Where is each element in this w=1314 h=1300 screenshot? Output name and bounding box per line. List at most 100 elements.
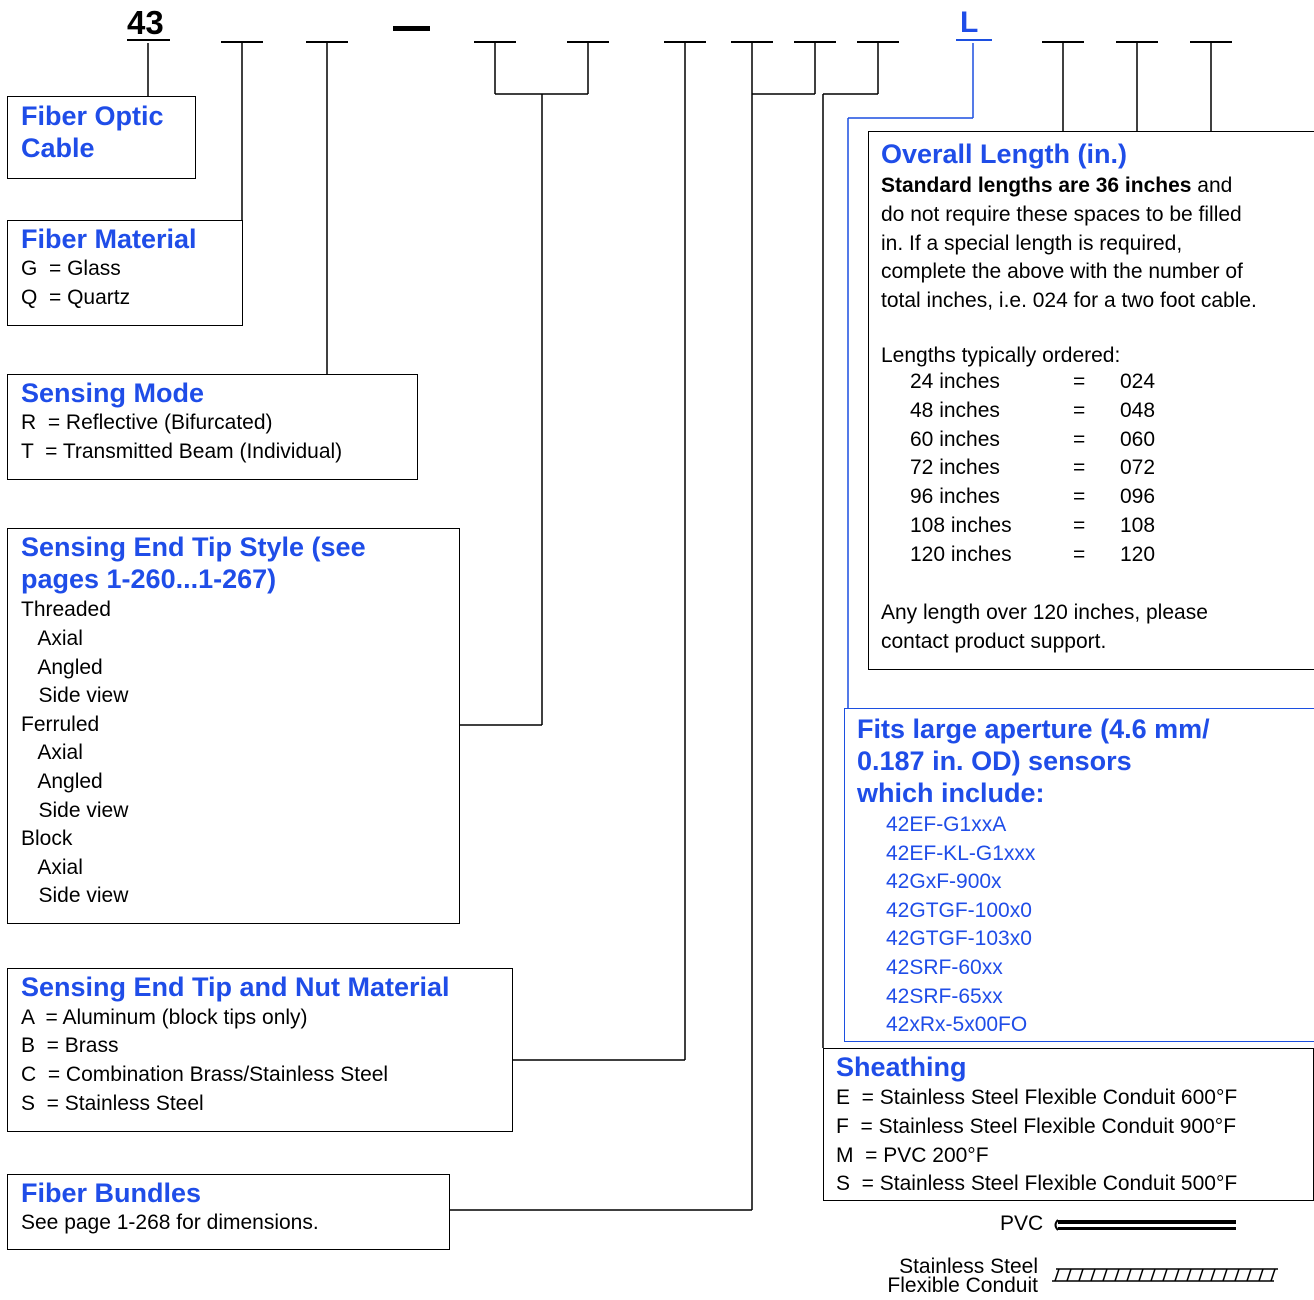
length-code: 072: [1120, 456, 1156, 479]
fiber-material-title: Fiber Material: [21, 224, 197, 254]
length-eq: =: [1073, 485, 1086, 508]
length-row: 96 inches: [910, 485, 1000, 508]
slot-sensing-mode[interactable]: [306, 41, 348, 43]
tip-style-item: Axial: [21, 741, 83, 764]
sensor-item: 42SRF-60xx: [886, 956, 1003, 979]
standard-length-bold: Standard lengths are 36 inches: [881, 174, 1192, 197]
fiber-optic-cable-title: Fiber Optic Cable: [21, 101, 164, 163]
nut-material-title: Sensing End Tip and Nut Material: [21, 972, 450, 1002]
sensor-item: 42GTGF-103x0: [886, 927, 1032, 950]
tip-style-item: Side view: [21, 884, 129, 907]
fiber-material-item: Q = Quartz: [21, 286, 131, 309]
nut-material-item: A = Aluminum (block tips only): [21, 1006, 308, 1029]
length-row: 120 inches: [910, 543, 1012, 566]
nut-material-box: Sensing End Tip and Nut Material A = Alu…: [7, 968, 513, 1132]
slot-length-3[interactable]: [1190, 41, 1232, 43]
tip-style-item: Block: [21, 827, 73, 850]
tip-style-item: Threaded: [21, 598, 111, 621]
overall-length-title: Overall Length (in.): [881, 139, 1128, 169]
sensor-item: 42GTGF-100x0: [886, 899, 1032, 922]
length-footer: Any length over 120 inches, please: [881, 601, 1208, 624]
nut-material-item: S = Stainless Steel: [21, 1092, 204, 1115]
fiber-optic-cable-box: Fiber Optic Cable: [7, 96, 196, 179]
tip-style-item: Angled: [21, 770, 103, 793]
slot-tip-style-1[interactable]: [474, 41, 516, 43]
fiber-bundles-box: Fiber Bundles See page 1-268 for dimensi…: [7, 1174, 450, 1250]
length-eq: =: [1073, 399, 1086, 422]
fiber-material-item: G = Glass: [21, 257, 121, 280]
pvc-cable-icon: [1054, 1219, 1236, 1231]
slot-fiber-material[interactable]: [221, 41, 263, 43]
sheathing-item: S = Stainless Steel Flexible Conduit 500…: [836, 1172, 1238, 1195]
aperture-title-line2: 0.187 in. OD) sensors: [857, 746, 1132, 776]
length-code: 108: [1120, 514, 1156, 537]
length-eq: =: [1073, 514, 1086, 537]
slot-nut-material[interactable]: [664, 41, 706, 43]
typical-lengths-label: Lengths typically ordered:: [881, 344, 1121, 367]
aperture-title-line3: which include:: [857, 778, 1045, 808]
sensor-item: 42EF-G1xxA: [886, 813, 1007, 836]
length-row: 108 inches: [910, 514, 1012, 537]
fiber-bundles-text: See page 1-268 for dimensions.: [21, 1211, 319, 1234]
ss-label-line1: Stainless Steel: [899, 1255, 1038, 1278]
slot-fiber-bundles-2[interactable]: [794, 41, 836, 43]
tip-style-title-line1: Sensing End Tip Style (see: [21, 532, 366, 562]
length-footer: contact product support.: [881, 630, 1107, 653]
length-eq: =: [1073, 370, 1086, 393]
overall-length-box: Overall Length (in.) Standard lengths ar…: [868, 131, 1314, 670]
length-row: 72 inches: [910, 456, 1000, 479]
length-row: 60 inches: [910, 428, 1000, 451]
tip-style-item: Axial: [21, 627, 83, 650]
prefix-underline: [127, 39, 170, 41]
slot-length-1[interactable]: [1042, 41, 1084, 43]
dash-separator: [393, 26, 430, 31]
sheathing-item: E = Stainless Steel Flexible Conduit 600…: [836, 1086, 1238, 1109]
sensor-item: 42EF-KL-G1xxx: [886, 842, 1036, 865]
tip-style-box: Sensing End Tip Style (see pages 1-260..…: [7, 528, 460, 924]
fiber-material-box: Fiber Material G = Glass Q = Quartz: [7, 220, 243, 326]
overall-length-text: complete the above with the number of: [881, 260, 1243, 283]
fiber-bundles-title: Fiber Bundles: [21, 1178, 202, 1208]
length-code: 048: [1120, 399, 1156, 422]
tip-style-item: Side view: [21, 684, 129, 707]
large-aperture-box: Fits large aperture (4.6 mm/ 0.187 in. O…: [844, 708, 1314, 1042]
tip-style-item: Side view: [21, 799, 129, 822]
length-eq: =: [1073, 428, 1086, 451]
length-code: 024: [1120, 370, 1156, 393]
sensor-item: 42xRx-5x00FO: [886, 1013, 1028, 1036]
length-code: 120: [1120, 543, 1156, 566]
sensing-mode-item: R = Reflective (Bifurcated): [21, 411, 273, 434]
letter-l-underline: [956, 39, 992, 41]
length-row: 48 inches: [910, 399, 1000, 422]
prefix-code: 43: [127, 4, 164, 41]
aperture-title-line1: Fits large aperture (4.6 mm/: [857, 714, 1210, 744]
sheathing-title: Sheathing: [836, 1052, 967, 1082]
length-eq: =: [1073, 543, 1086, 566]
length-code: 060: [1120, 428, 1156, 451]
sensing-mode-box: Sensing Mode R = Reflective (Bifurcated)…: [7, 374, 418, 480]
length-code: 096: [1120, 485, 1156, 508]
ss-label-line2: Flexible Conduit: [887, 1274, 1038, 1297]
stainless-conduit-icon: [1052, 1268, 1278, 1282]
nut-material-item: C = Combination Brass/Stainless Steel: [21, 1063, 389, 1086]
tip-style-item: Ferruled: [21, 713, 100, 736]
sensor-item: 42GxF-900x: [886, 870, 1002, 893]
tip-style-item: Angled: [21, 656, 103, 679]
sheathing-item: F = Stainless Steel Flexible Conduit 900…: [836, 1115, 1237, 1138]
slot-fiber-bundles-1[interactable]: [731, 41, 773, 43]
length-eq: =: [1073, 456, 1086, 479]
pvc-label: PVC: [1000, 1212, 1044, 1235]
sheathing-box: Sheathing E = Stainless Steel Flexible C…: [823, 1048, 1314, 1201]
tip-style-item: Axial: [21, 856, 83, 879]
sensor-item: 42SRF-65xx: [886, 985, 1003, 1008]
slot-sheathing[interactable]: [857, 41, 899, 43]
overall-length-text: total inches, i.e. 024 for a two foot ca…: [881, 289, 1257, 312]
overall-length-text: in. If a special length is required,: [881, 232, 1183, 255]
slot-length-2[interactable]: [1116, 41, 1158, 43]
overall-length-text: do not require these spaces to be filled: [881, 203, 1242, 226]
nut-material-item: B = Brass: [21, 1034, 119, 1057]
sensing-mode-item: T = Transmitted Beam (Individual): [21, 440, 343, 463]
letter-l: L: [960, 6, 979, 39]
tip-style-title-line2: pages 1-260...1-267): [21, 564, 277, 594]
slot-tip-style-2[interactable]: [567, 41, 609, 43]
